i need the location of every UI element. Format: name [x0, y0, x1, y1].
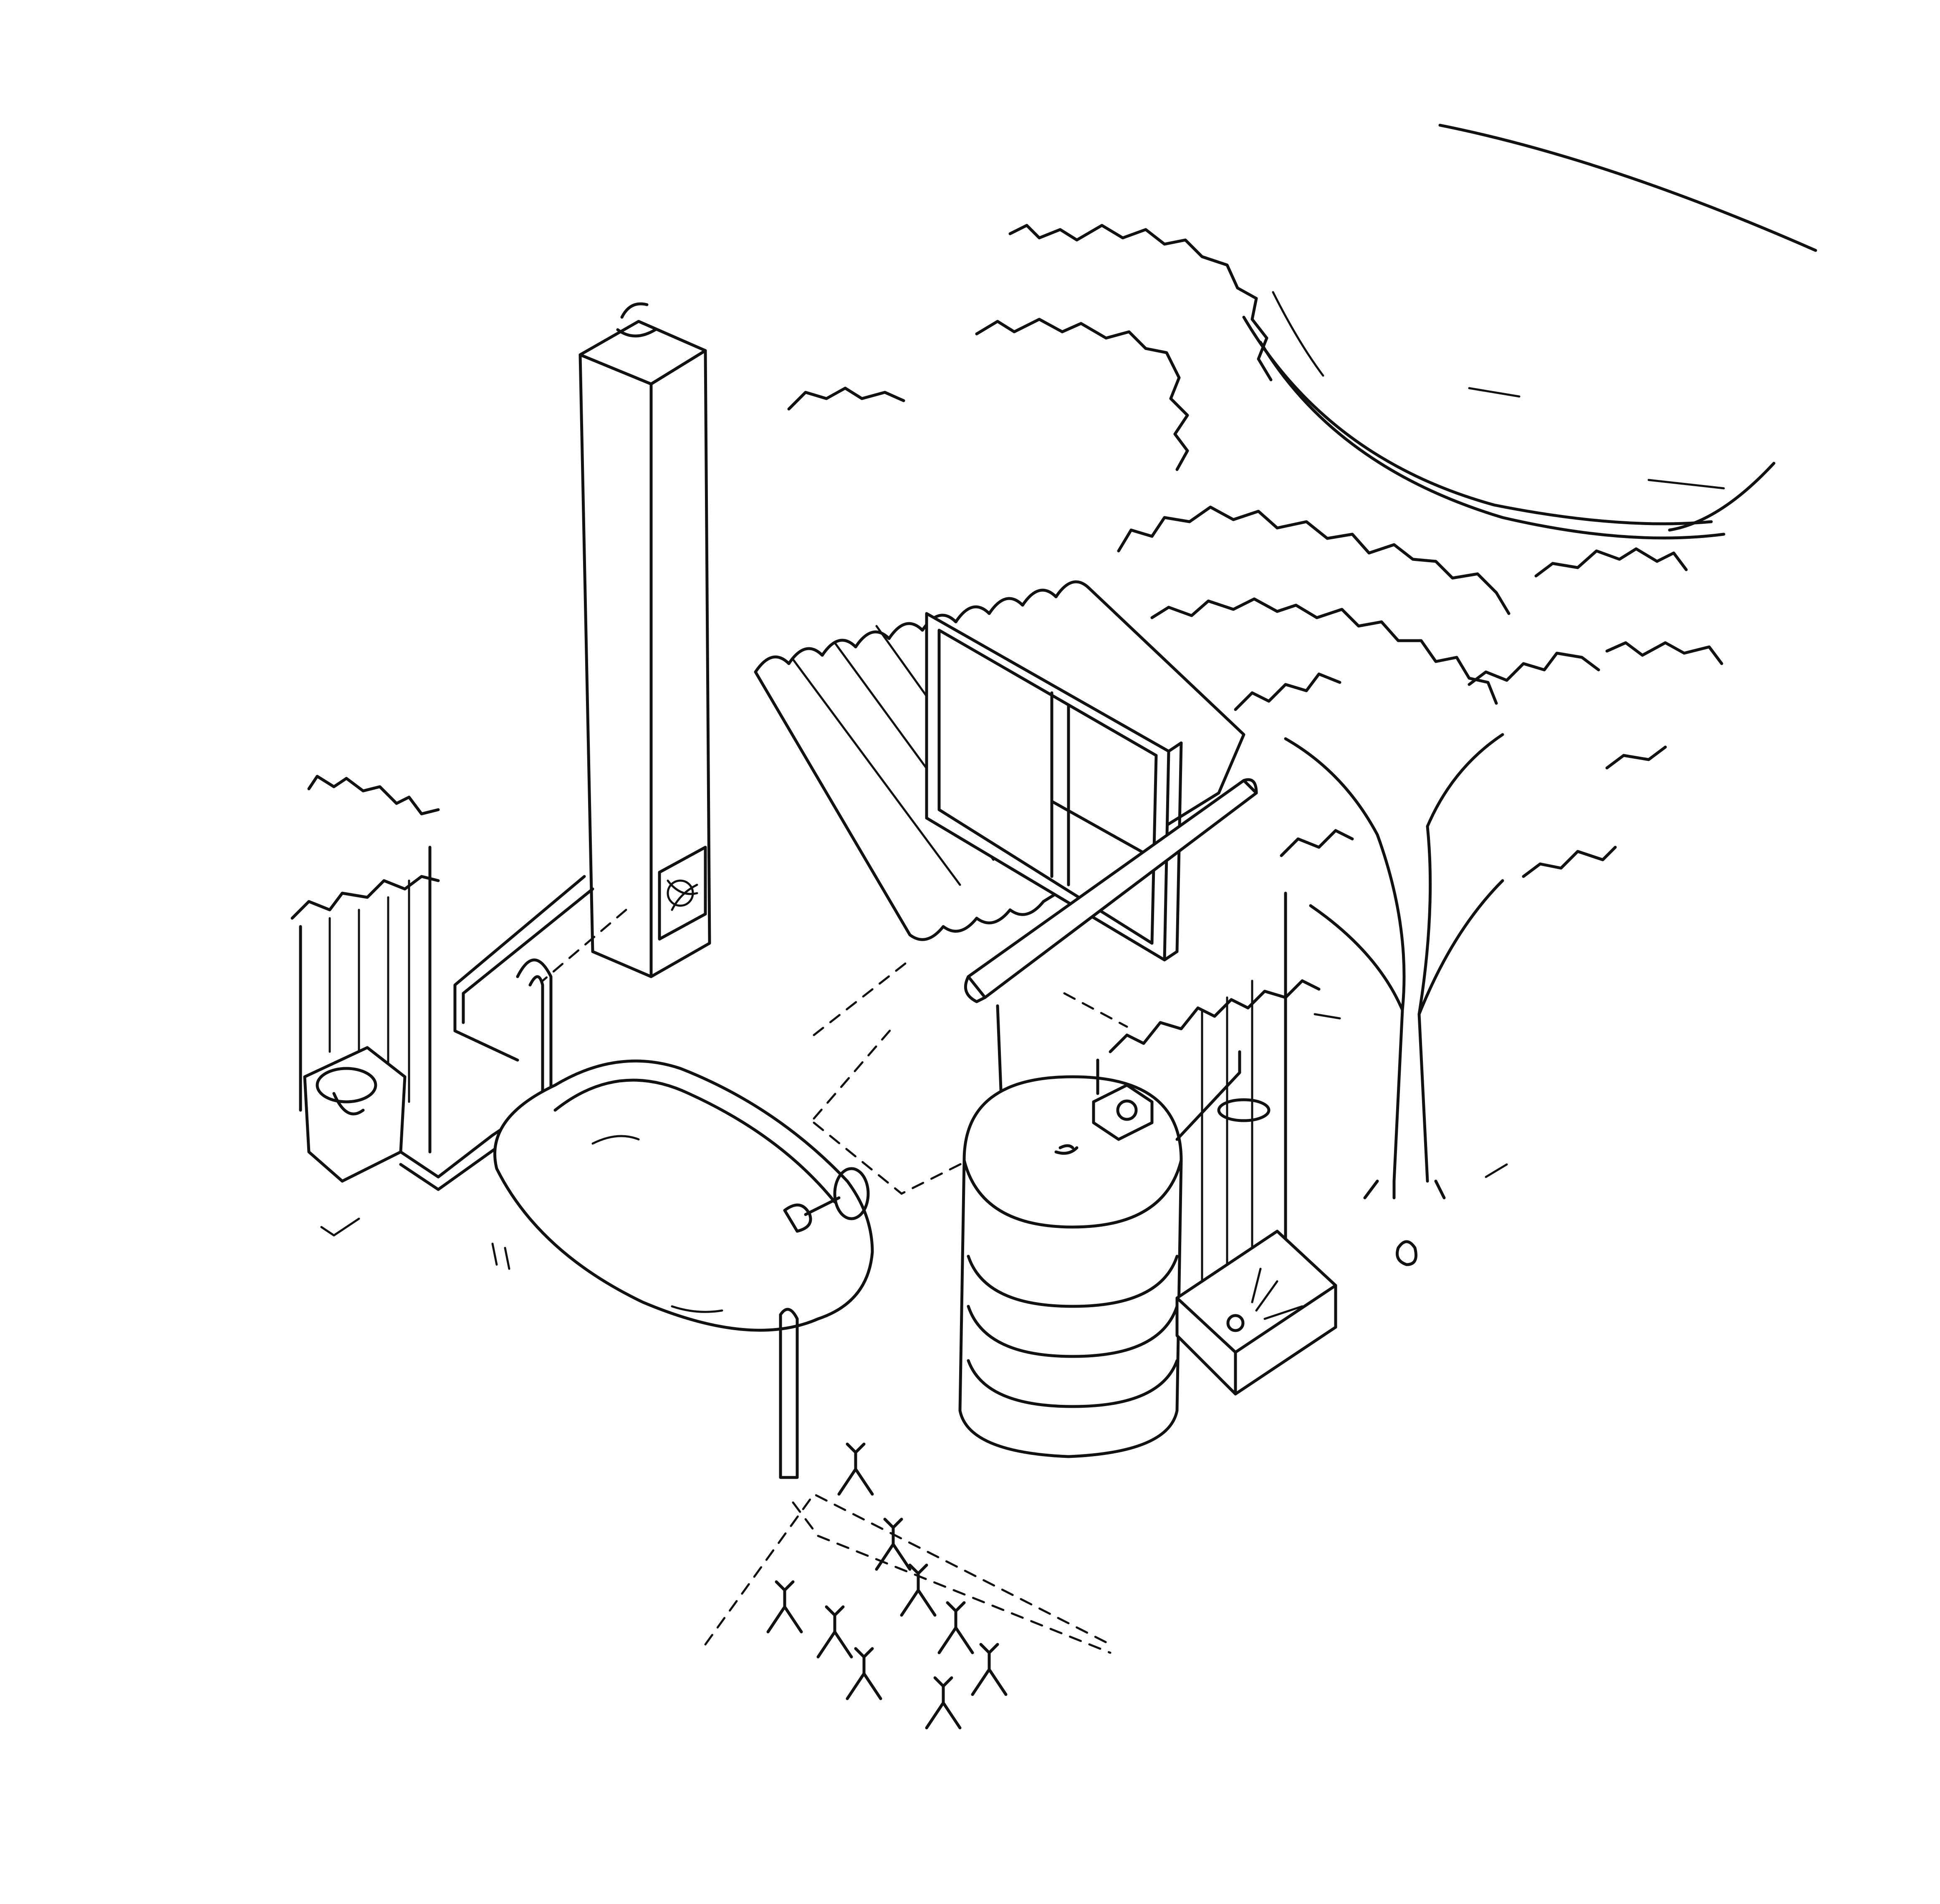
ventilation-pipe: [578, 302, 711, 978]
shower-head-icon: [1175, 1050, 1271, 1141]
tree-canopy-top: [1242, 124, 1817, 540]
toilet-pan: [303, 1046, 407, 1183]
seedlings: [766, 1442, 1008, 1730]
wall-right: [1096, 891, 1321, 1291]
biogas-digester: [493, 1059, 874, 1479]
tree: [1234, 652, 1667, 1266]
wall-left: [290, 775, 440, 1154]
garden-bed: [704, 959, 1128, 1730]
pipework: [399, 875, 627, 1191]
shower-tray: [1175, 1230, 1337, 1396]
water-tank: [958, 1075, 1183, 1458]
background-shrubs: [787, 224, 1723, 705]
gas-valve-icon: [783, 1167, 870, 1233]
ground-marks: [320, 1013, 1508, 1270]
vent-fan-icon: [658, 846, 707, 941]
solar-panel: [925, 612, 1183, 962]
